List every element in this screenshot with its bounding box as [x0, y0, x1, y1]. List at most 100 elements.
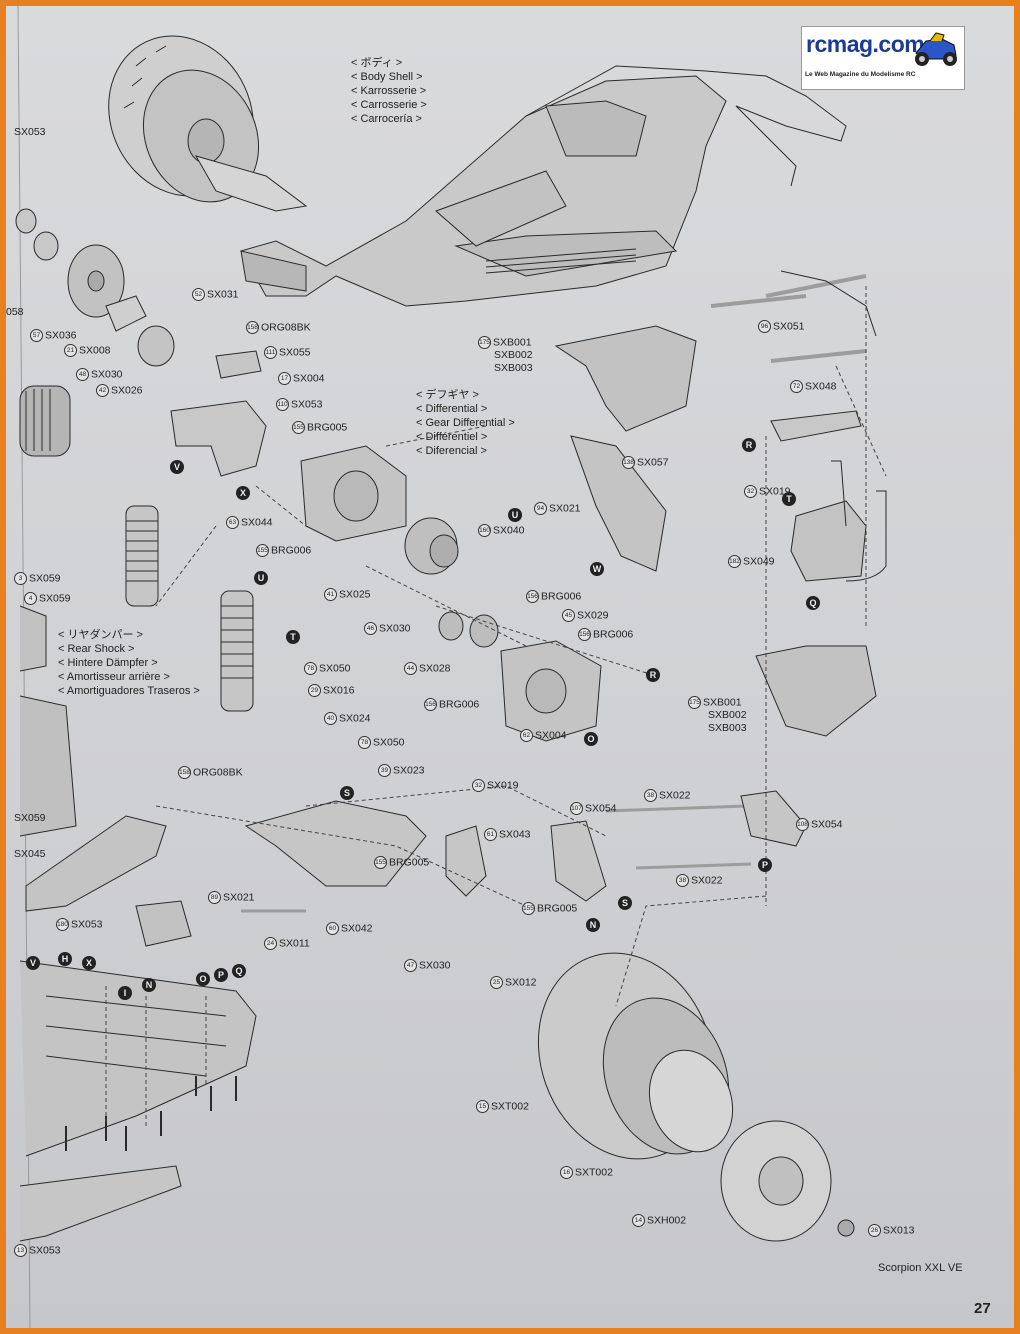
differential-names: < デフギヤ > < Differential > < Gear Differe… [416, 388, 515, 458]
diff-name-fr: < Différentiel > [416, 431, 488, 443]
manual-page: rcmag.com Le Web Magazine du Modelisme R… [6, 6, 1014, 1328]
page-number: 27 [974, 1300, 991, 1317]
body-shell-illustration [240, 65, 847, 307]
marker-x: X [236, 486, 250, 500]
part-label: SXB002 [708, 709, 747, 721]
marker-s: S [340, 786, 354, 800]
body-name-de: < Karrosserie > [351, 85, 427, 97]
front-tire-illustration [108, 35, 308, 212]
marker-v: V [170, 460, 184, 474]
marker-o: O [584, 732, 598, 746]
marker-u: U [254, 571, 268, 585]
shock-name-fr: < Amortisseur arrière > [58, 671, 170, 683]
body-shell-names: < ボディ > < Body Shell > < Karrosserie > <… [351, 56, 427, 126]
exploded-view-drawing [15, 6, 887, 1328]
rear-shock-illustration [125, 505, 254, 712]
body-name-jp: < ボディ > [351, 57, 403, 69]
part-label: SXB003 [494, 362, 533, 374]
part-label: SX053 [14, 126, 46, 138]
body-name-es: < Carrocería > [351, 113, 422, 125]
marker-v2: V [26, 956, 40, 970]
rcmag-logo: rcmag.com Le Web Magazine du Modelisme R… [801, 26, 965, 90]
shock-name-jp: < リヤダンパー > [58, 629, 143, 641]
rear-wheel-illustration [537, 952, 855, 1242]
body-name-en: < Body Shell > [351, 71, 423, 83]
marker-n2: N [142, 978, 156, 992]
part-label: SXB002 [494, 349, 533, 361]
marker-n: N [586, 918, 600, 932]
logo-tagline: Le Web Magazine du Modelisme RC [805, 71, 916, 78]
rear-shock-names: < リヤダンパー > < Rear Shock > < Hintere Dämp… [58, 628, 200, 698]
marker-w: W [590, 562, 604, 576]
marker-u2: U [508, 508, 522, 522]
marker-t: T [286, 630, 300, 644]
marker-i: I [118, 986, 132, 1000]
marker-q: Q [806, 596, 820, 610]
marker-x2: X [82, 956, 96, 970]
marker-r: R [742, 438, 756, 452]
marker-p: P [758, 858, 772, 872]
shock-name-es: < Amortiguadores Traseros > [58, 685, 200, 697]
marker-o2: O [196, 972, 210, 986]
part-label: 058 [6, 306, 24, 318]
photo-frame: rcmag.com Le Web Magazine du Modelisme R… [6, 6, 1014, 1328]
shock-name-de: < Hintere Dämpfer > [58, 657, 158, 669]
buggy-logo-icon [915, 32, 957, 66]
diff-name-en: < Differential > [416, 403, 488, 415]
marker-t2: T [782, 492, 796, 506]
marker-p2: P [214, 968, 228, 982]
shock-name-en: < Rear Shock > [58, 643, 135, 655]
body-name-fr: < Carrosserie > [351, 99, 427, 111]
diff-name-en2: < Gear Differential > [416, 417, 515, 429]
marker-r2: R [646, 668, 660, 682]
part-label: SX045 [14, 848, 46, 860]
logo-wordmark: rcmag.com [806, 31, 925, 57]
diff-name-es: < Diferencial > [416, 445, 487, 457]
